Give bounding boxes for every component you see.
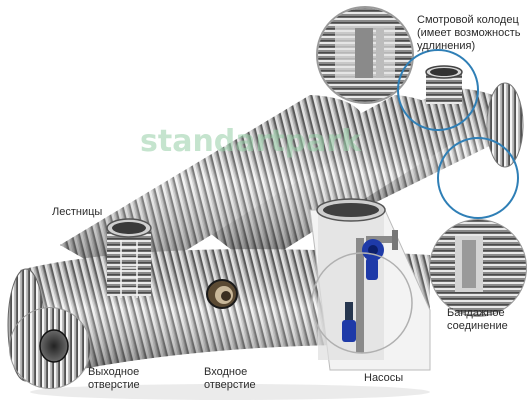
- label-outlet: Выходное отверстие: [88, 366, 140, 391]
- inspection-well: [425, 65, 463, 104]
- label-bandage: Бандажное соединение: [447, 307, 508, 332]
- label-ladders: Лестницы: [52, 206, 103, 218]
- pipe-middle: [180, 95, 451, 268]
- inlet-opening: [206, 279, 238, 309]
- callout-ring-well: [397, 49, 479, 131]
- pipe-end-cap-right: [486, 82, 524, 168]
- label-inlet: Входное отверстие: [204, 366, 256, 391]
- pump-shaft: [309, 198, 431, 371]
- callout-pumps: [311, 252, 413, 354]
- callout-outlet: [9, 307, 91, 389]
- watermark: standartpark: [140, 124, 362, 159]
- callout-inspection-well: [316, 6, 414, 104]
- callout-bandage: [429, 219, 527, 317]
- ladder-shaft: [106, 218, 152, 298]
- callout-ring-joint: [437, 137, 519, 219]
- label-pumps: Насосы: [364, 372, 404, 384]
- label-inspection-well: Смотровой колодец (имеет возможность удл…: [417, 14, 521, 52]
